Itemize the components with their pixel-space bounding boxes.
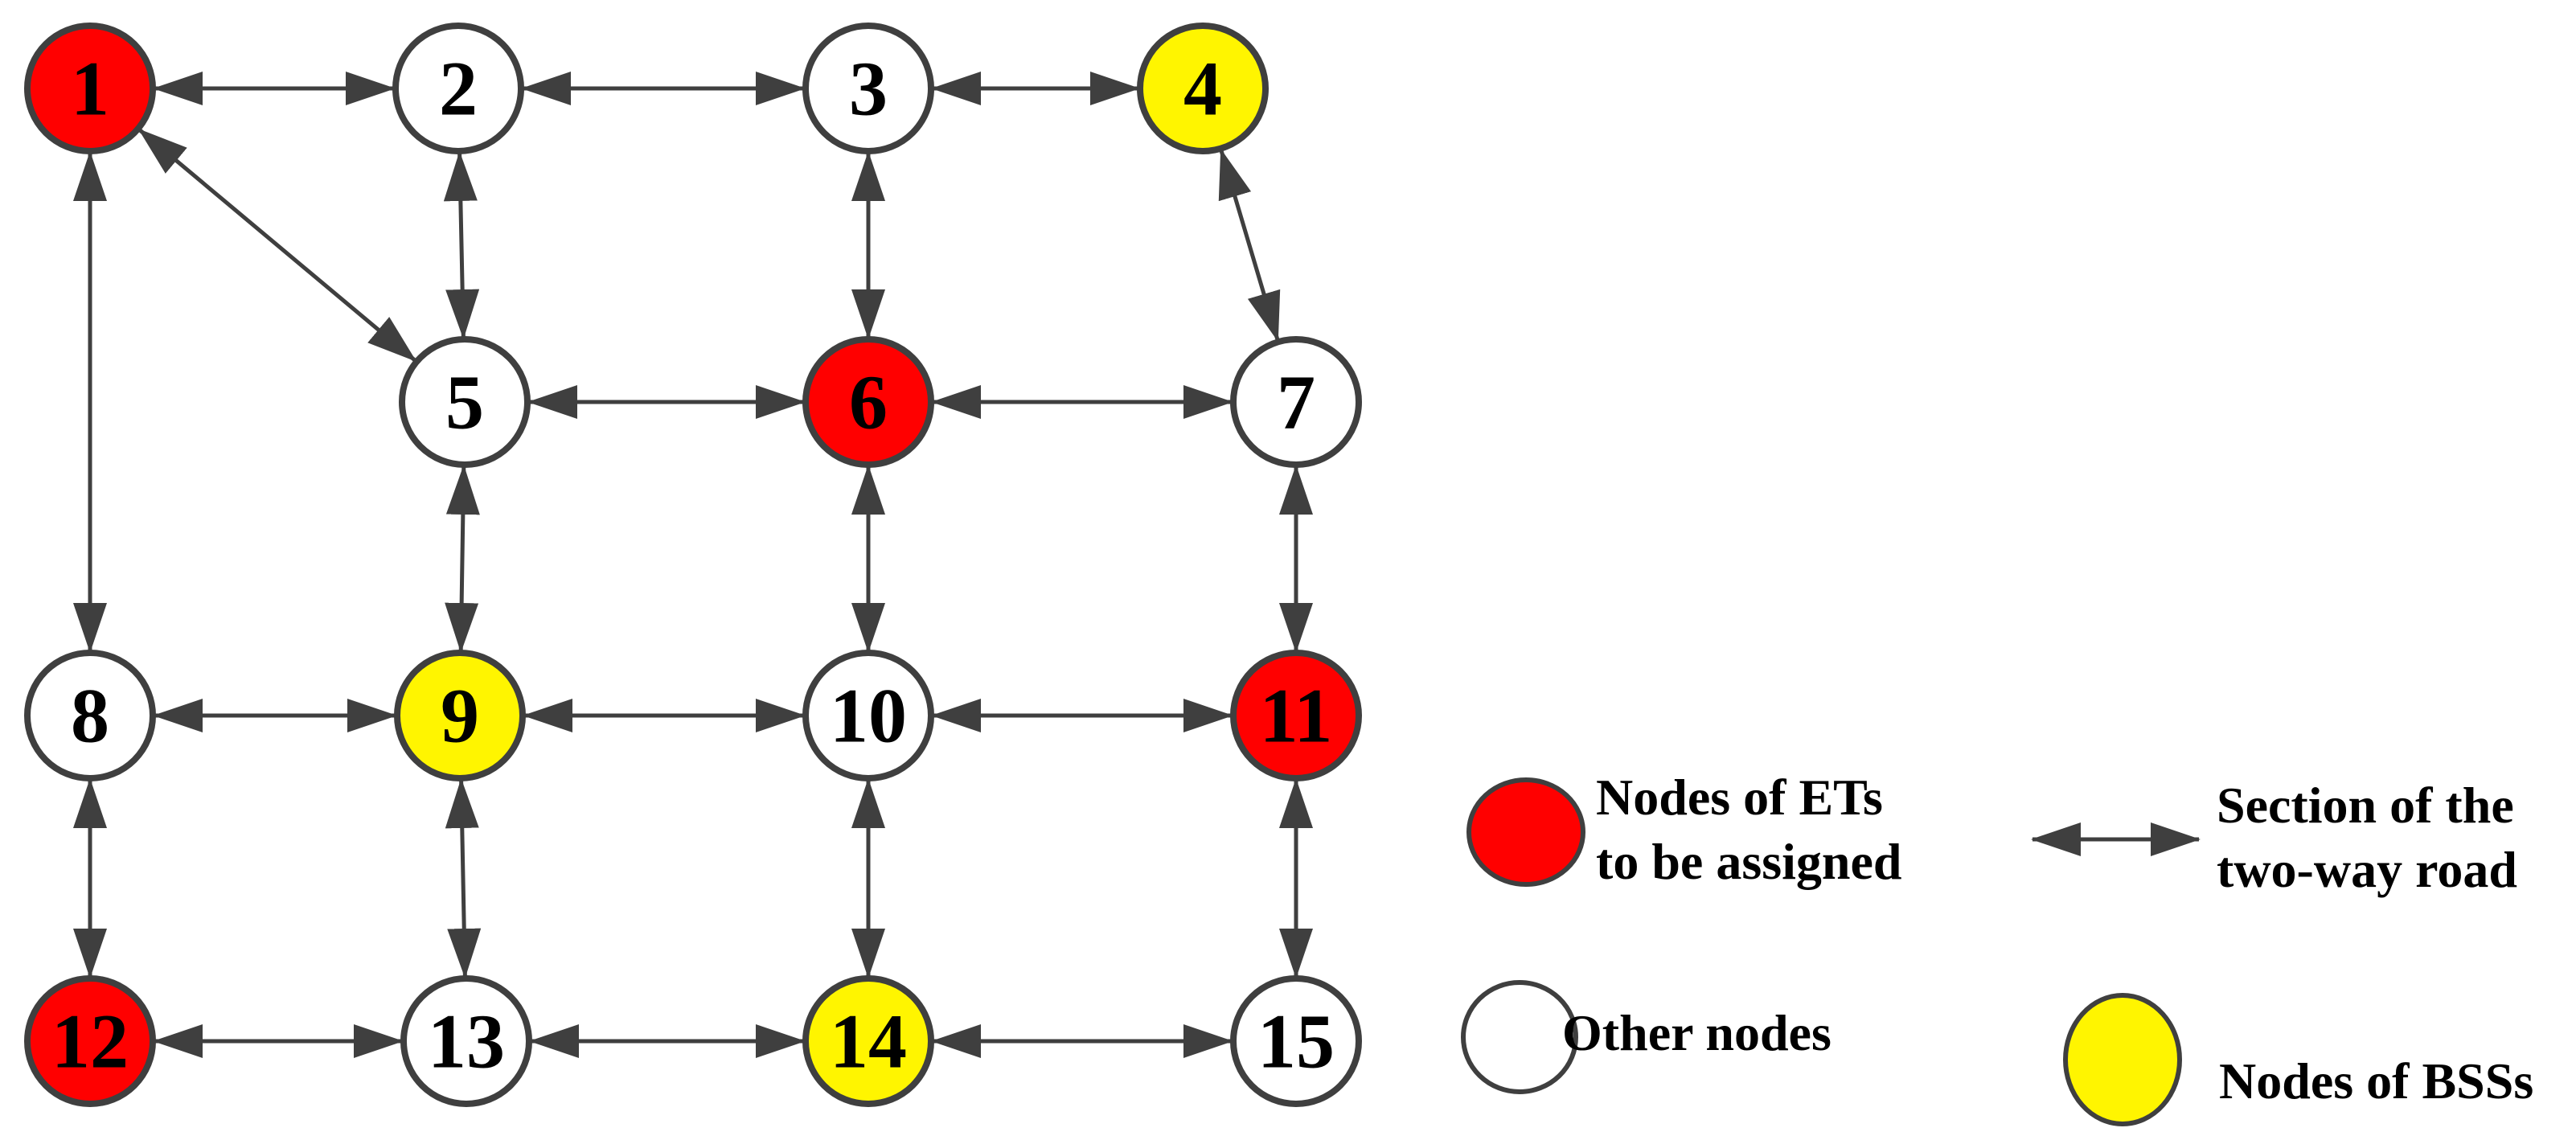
node-circle: [24, 650, 156, 781]
node-label: 9: [441, 673, 479, 759]
node-circle: [1137, 23, 1269, 154]
road-4-7: [1218, 148, 1281, 342]
node-circle: [24, 23, 156, 154]
node-label: 4: [1183, 46, 1222, 132]
graph-node-1: 1: [24, 23, 156, 154]
road-2-5: [443, 151, 480, 339]
road-1-5: [137, 128, 417, 363]
node-label: 12: [51, 999, 129, 1085]
node-label: 7: [1277, 359, 1315, 445]
legend-road-label-line1: Section of the: [2217, 777, 2514, 834]
node-circle: [802, 23, 934, 154]
node-circle: [802, 650, 934, 781]
legend-other-label: Other nodes: [1562, 1001, 1832, 1065]
node-circle: [802, 975, 934, 1107]
node-label: 5: [445, 359, 484, 445]
legend-other-label-line1: Other nodes: [1562, 1004, 1832, 1061]
node-label: 15: [1257, 999, 1335, 1085]
legend-et-label-line1: Nodes of ETs: [1596, 769, 1883, 826]
graph-node-4: 4: [1137, 23, 1269, 154]
node-label: 6: [849, 359, 888, 445]
legend-bss-label-line1: Nodes of BSSs: [2219, 1052, 2534, 1109]
node-label: 3: [849, 46, 888, 132]
node-circle: [802, 336, 934, 468]
node-circle: [394, 650, 526, 781]
legend-road-label-line2: two-way road: [2217, 841, 2517, 898]
graph-node-10: 10: [802, 650, 934, 781]
graph-node-5: 5: [399, 336, 531, 468]
node-circle: [392, 23, 524, 154]
road-5-9: [445, 465, 480, 653]
node-label: 11: [1260, 673, 1333, 759]
node-circle: [1230, 975, 1362, 1107]
graph-node-3: 3: [802, 23, 934, 154]
legend-et-swatch: [1466, 777, 1585, 887]
node-circle: [399, 336, 531, 468]
graph-node-7: 7: [1230, 336, 1362, 468]
graph-node-12: 12: [24, 975, 156, 1107]
graph-node-9: 9: [394, 650, 526, 781]
graph-node-6: 6: [802, 336, 934, 468]
node-circle: [24, 975, 156, 1107]
node-label: 8: [71, 673, 109, 759]
node-circle: [1230, 650, 1362, 781]
node-label: 14: [830, 999, 907, 1085]
legend-bss-label: Nodes of BSSs: [2219, 1049, 2533, 1114]
roads-layer: [73, 72, 1313, 1058]
legend: [1461, 777, 2201, 1126]
graph-node-2: 2: [392, 23, 524, 154]
road-9-13: [445, 778, 482, 978]
node-label: 2: [439, 46, 478, 132]
graph-node-8: 8: [24, 650, 156, 781]
node-circle: [1230, 336, 1362, 468]
node-label: 13: [428, 999, 505, 1085]
graph-node-14: 14: [802, 975, 934, 1107]
legend-bss-swatch: [2063, 993, 2182, 1126]
graph-node-13: 13: [400, 975, 532, 1107]
node-label: 1: [71, 46, 109, 132]
legend-road-label: Section of the two-way road: [2217, 773, 2517, 902]
legend-et-label: Nodes of ETs to be assigned: [1596, 765, 1902, 894]
legend-other-swatch: [1461, 980, 1578, 1094]
graph-node-15: 15: [1230, 975, 1362, 1107]
node-circle: [400, 975, 532, 1107]
node-label: 10: [830, 673, 907, 759]
graph-node-11: 11: [1230, 650, 1362, 781]
legend-et-label-line2: to be assigned: [1596, 833, 1902, 890]
